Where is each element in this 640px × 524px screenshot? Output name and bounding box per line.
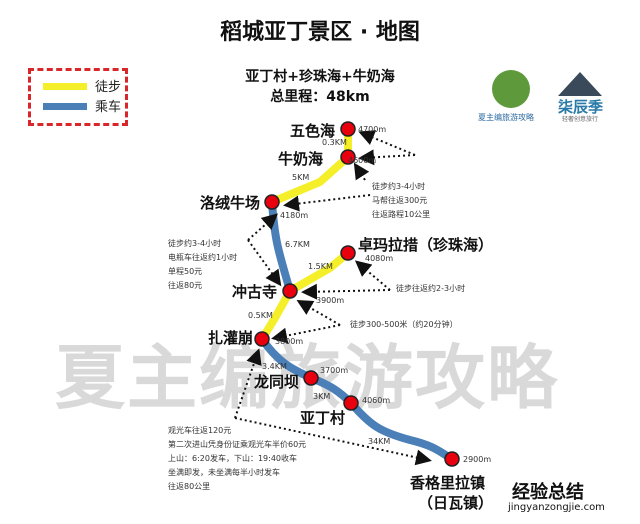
arrow-chonggu-l — [247, 239, 282, 287]
node-shangri — [444, 451, 460, 467]
arrow-milk2 — [353, 162, 370, 181]
node-luorong — [264, 194, 280, 210]
elev-chonggu: 3900m — [316, 296, 345, 305]
arrow-zhuoma — [354, 260, 391, 291]
legend-walk-label: 徒步 — [95, 80, 122, 95]
arrow-chonggu-r — [301, 283, 391, 300]
label-longtong: 龙同坝 — [254, 373, 300, 391]
arrow-zhaguan-b — [234, 348, 262, 419]
node-milk — [340, 149, 356, 165]
arrow-chonggu-b — [296, 300, 341, 326]
elev-wuse: 4700m — [358, 125, 387, 134]
elev-luorong: 4180m — [280, 211, 309, 220]
route-subtitle: 亚丁村+珍珠海+牛奶海 — [245, 69, 395, 85]
corner-url: jingyanzongjie.com — [508, 502, 605, 513]
route-walk-zhaguan — [258, 287, 294, 343]
dist-0: 0.3KM — [322, 138, 347, 147]
dist-1: 5KM — [292, 173, 310, 182]
corner-brand: 经验总结 — [512, 478, 584, 504]
logo-tagline: 轻奢创意旅行 — [562, 116, 599, 123]
page-title: 稻城亚丁景区 · 地图 — [220, 20, 420, 45]
elev-milk: 4600m — [348, 156, 377, 165]
total-distance: 总里程：48km — [270, 89, 370, 105]
label-zhuoma: 卓玛拉措（珍珠海） — [358, 236, 494, 254]
label-milk: 牛奶海 — [278, 150, 324, 168]
label-wuse: 五色海 — [290, 122, 336, 140]
arrow-luorong — [283, 194, 371, 212]
note-chonggu: 徒步300-500米（约20分钟） — [350, 320, 458, 329]
route-walk-top — [268, 125, 352, 206]
note-milk-lake: 徒步约3-4小时 马帮往返300元 往返路程10公里 — [372, 182, 431, 219]
label-yading: 亚丁村 — [300, 409, 346, 427]
mountain-logo-icon — [558, 72, 602, 96]
label-riwa: （日瓦镇） — [418, 494, 494, 512]
arrow-wuse — [358, 130, 416, 156]
note-zhuoma: 徒步往返约2-3小时 — [396, 284, 466, 293]
dist-6: 3KM — [313, 392, 331, 401]
brand-logo-icon — [492, 70, 530, 108]
arrow-milk — [358, 149, 416, 166]
arrow-luorong-dn — [247, 213, 278, 241]
legend-ride-label: 乘车 — [95, 100, 122, 115]
logo-name: 柒辰季 — [558, 98, 604, 116]
elev-zhuoma: 4080m — [365, 254, 394, 263]
elev-shangri: 2900m — [463, 455, 492, 464]
dist-7: 34KM — [368, 437, 391, 446]
node-longtong — [303, 370, 319, 386]
node-zhaguan — [254, 331, 270, 347]
label-zhaguan: 扎灌崩 — [208, 329, 254, 347]
elev-zhaguan: 3800m — [275, 337, 304, 346]
dist-4: 0.5KM — [248, 311, 273, 320]
label-luorong: 洛绒牛场 — [200, 194, 261, 212]
dist-3: 1.5KM — [308, 262, 333, 271]
logo-caption: 夏主编旅游攻略 — [478, 113, 534, 122]
node-chonggu — [282, 283, 298, 299]
node-yading — [343, 395, 359, 411]
note-bus: 观光车往返120元 第二次进山凭身份证乘观光车半价60元 上山：6:20发车，下… — [168, 426, 307, 491]
ride-swatch — [43, 103, 87, 110]
node-wuse — [340, 121, 356, 137]
elev-yading: 4060m — [362, 396, 391, 405]
node-zhuoma — [340, 245, 356, 261]
label-shangri: 香格里拉镇 — [410, 474, 486, 492]
corner-name: 经验总结 — [512, 482, 584, 503]
dist-5: 3.4KM — [262, 362, 287, 371]
dist-2: 6.7KM — [285, 240, 310, 249]
route-walk-zhuoma — [286, 249, 352, 295]
label-chonggu: 冲古寺 — [232, 283, 278, 301]
elev-longtong: 3700m — [320, 366, 349, 375]
note-luorong: 徒步约3-4小时 电瓶车往返约1小时 单程50元 往返80元 — [168, 239, 238, 290]
arrow-zhaguan — [271, 324, 341, 344]
walk-swatch — [43, 83, 87, 90]
legend: 徒步 乘车 — [28, 68, 128, 126]
